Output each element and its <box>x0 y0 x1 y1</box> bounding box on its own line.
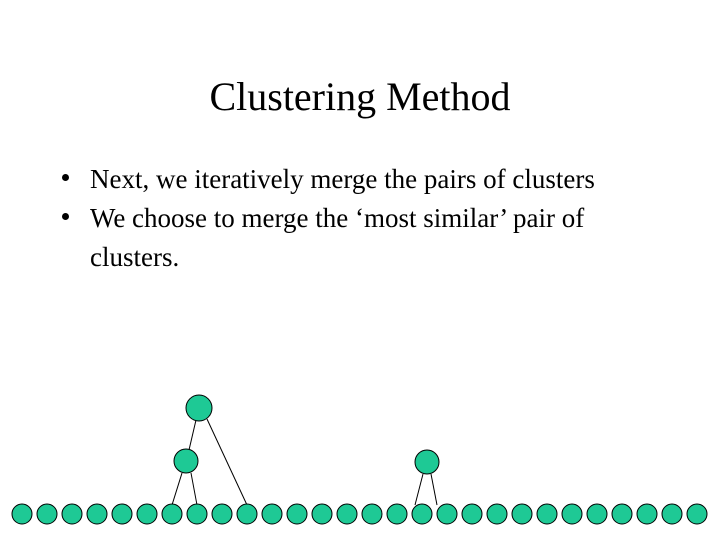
dendrogram-edge <box>206 418 248 506</box>
dendrogram-leaf-node <box>686 503 708 525</box>
dendrogram-leaf-node <box>136 503 158 525</box>
dendrogram-leaf-node <box>36 503 58 525</box>
dendrogram-edge <box>414 473 424 506</box>
dendrogram-leaf-node <box>336 503 358 525</box>
dendrogram-cluster-node-layer <box>173 394 440 475</box>
dendrogram-leaf-node <box>386 503 408 525</box>
dendrogram-leaf-node <box>186 503 208 525</box>
dendrogram-leaf-node <box>161 503 183 525</box>
dendrogram-leaf-node <box>111 503 133 525</box>
dendrogram-leaf-node <box>61 503 83 525</box>
dendrogram-leaf-node <box>461 503 483 525</box>
dendrogram-leaf-node <box>661 503 683 525</box>
dendrogram-leaf-node <box>586 503 608 525</box>
dendrogram-leaf-node <box>536 503 558 525</box>
dendrogram-cluster-node <box>173 448 199 474</box>
dendrogram-leaf-node <box>286 503 308 525</box>
dendrogram-edge <box>190 472 198 506</box>
bullet-text: Next, we iteratively merge the pairs of … <box>90 164 595 194</box>
dendrogram-leaf-node <box>311 503 333 525</box>
bullet-text: We choose to merge the ‘most similar’ pa… <box>90 203 585 272</box>
dendrogram-edge <box>430 473 438 506</box>
list-item: We choose to merge the ‘most similar’ pa… <box>52 199 672 277</box>
dendrogram-leaf-node <box>361 503 383 525</box>
dendrogram-leaf-node <box>611 503 633 525</box>
dendrogram-leaf-node <box>86 503 108 525</box>
dendrogram-leaf-node <box>486 503 508 525</box>
dendrogram-leaf-node <box>636 503 658 525</box>
dendrogram-leaf-node <box>561 503 583 525</box>
list-item: Next, we iteratively merge the pairs of … <box>52 160 672 199</box>
dendrogram-leaf-node <box>261 503 283 525</box>
dendrogram-cluster-node <box>414 449 440 475</box>
dendrogram-edge-layer <box>171 418 438 506</box>
dendrogram-leaf-node <box>436 503 458 525</box>
dendrogram-leaf-node <box>211 503 233 525</box>
dendrogram-leaf-node <box>511 503 533 525</box>
page-title: Clustering Method <box>209 74 511 119</box>
bullet-point-icon <box>62 213 69 220</box>
dendrogram-edge <box>188 419 197 451</box>
dendrogram-leaf-node <box>11 503 33 525</box>
dendrogram-edge <box>171 472 183 506</box>
dendrogram-cluster-node <box>185 394 213 422</box>
dendrogram-leaf-node <box>236 503 258 525</box>
bullet-list: Next, we iteratively merge the pairs of … <box>52 160 672 277</box>
dendrogram-leaf-layer <box>11 503 708 525</box>
dendrogram-leaf-node <box>411 503 433 525</box>
bullet-point-icon <box>62 174 69 181</box>
